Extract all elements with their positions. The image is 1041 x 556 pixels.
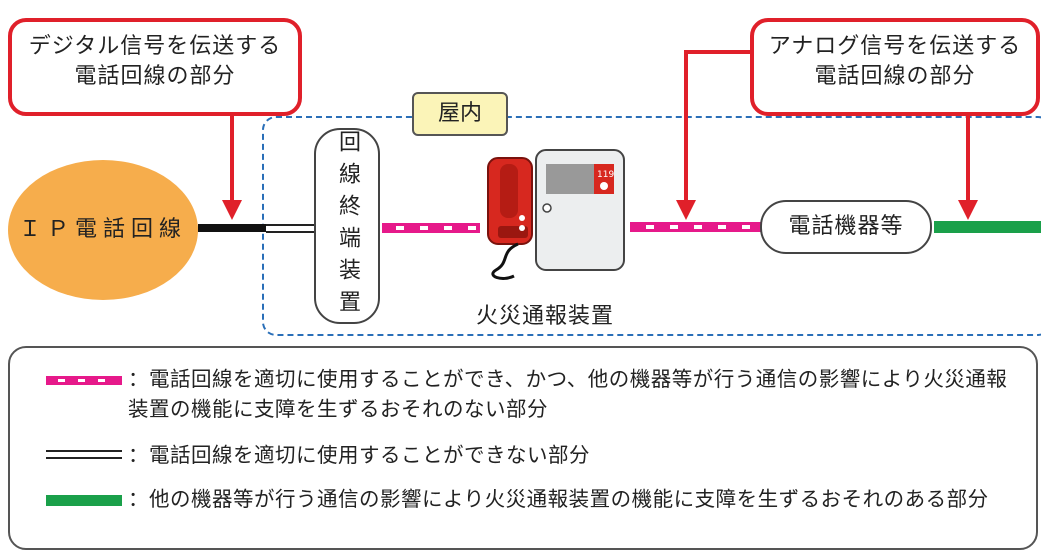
line-termination-device: 回線終端装置 xyxy=(314,128,380,324)
legend-symbol-magenta xyxy=(46,376,122,385)
legend-symbol-double xyxy=(46,450,122,459)
phone-equipment: 電話機器等 xyxy=(760,200,932,254)
callout-digital-line1: デジタル信号を伝送する xyxy=(28,34,282,59)
callout-analog: アナログ信号を伝送する 電話回線の部分 xyxy=(750,18,1040,116)
arrow-digital xyxy=(222,114,242,220)
legend-text-double: ：電話回線を適切に使用することができない部分 xyxy=(128,443,590,467)
line-double-segment xyxy=(266,224,316,233)
callout-digital-line2: 電話回線の部分 xyxy=(74,64,236,89)
line-black-segment xyxy=(198,224,266,232)
indoor-label: 屋内 xyxy=(412,92,508,136)
callout-digital: デジタル信号を伝送する 電話回線の部分 xyxy=(8,18,302,116)
legend-symbol-green xyxy=(46,495,122,506)
legend-text-green: ：他の機器等が行う通信の影響により火災通報装置の機能に支障を生ずるおそれのある部… xyxy=(128,487,989,511)
line-magenta-1 xyxy=(382,223,480,233)
panel-number: 119 xyxy=(597,170,614,180)
ip-phone-line: ＩＰ電話回線 xyxy=(8,160,198,300)
arrow-analog-2 xyxy=(958,114,978,220)
legend xyxy=(8,346,1038,550)
fire-panel-icon xyxy=(535,149,625,271)
arrow-analog-1 xyxy=(676,50,750,220)
callout-analog-line2: 電話回線の部分 xyxy=(814,64,976,89)
callout-analog-line1: アナログ信号を伝送する xyxy=(768,34,1022,59)
red-telephone-icon xyxy=(487,157,533,280)
fire-device-label: 火災通報装置 xyxy=(476,304,615,329)
line-green-segment xyxy=(934,221,1041,233)
line-magenta-2 xyxy=(630,222,762,232)
legend-text-magenta: ：電話回線を適切に使用することができ、かつ、他の機器等が行う通信の影響により火災… xyxy=(128,367,1008,421)
